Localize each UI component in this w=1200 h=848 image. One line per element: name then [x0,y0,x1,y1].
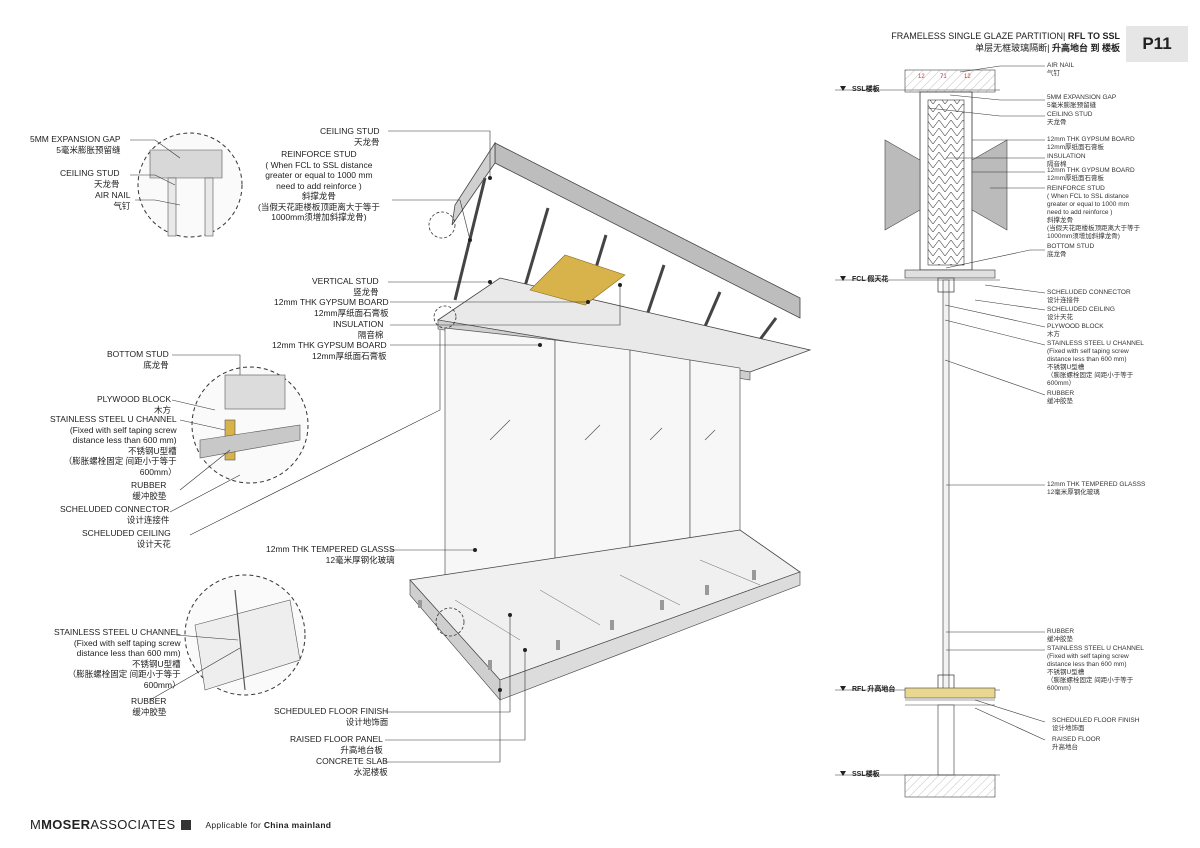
section-stud-wall [884,91,1008,271]
glass-panels [444,327,741,606]
logo-square-icon [181,819,192,830]
s-label-rubber: RUBBER 缓冲胶垫 [1047,390,1075,405]
s-label-floor-finish: SCHEDULED FLOOR FINISH 设计地饰面 [1052,717,1140,732]
s-label-channel-2: STAINLESS STEEL U CHANNEL (Fixed with se… [1047,645,1144,692]
label-air-nail: AIR NAIL 气钉 [95,190,131,211]
section-glass [937,277,955,692]
s-label-gypsum-2: 12mm THK GYPSUM BOARD 12mm厚纸面石膏板 [1047,167,1135,182]
detail-callout-middle [191,366,309,484]
label-c-ceiling-stud: CEILING STUD 天龙骨 [320,126,380,147]
label-steel-channel: STAINLESS STEEL U CHANNEL (Fixed with se… [50,414,177,477]
leader-lines-center [385,130,621,763]
dim-1: 12 [918,74,925,80]
label-bottom-stud: BOTTOM STUD 底龙骨 [107,349,169,370]
title-cn: 单层无框玻璃隔断| [975,43,1050,53]
label-plywood-block: PLYWOOD BLOCK 木方 [97,394,171,415]
s-label-rubber-2: RUBBER 缓冲胶垫 [1047,628,1075,643]
s-label-gypsum-1: 12mm THK GYPSUM BOARD 12mm厚纸面石膏板 [1047,136,1135,151]
title-block: FRAMELESS SINGLE GLAZE PARTITION| RFL TO… [891,30,1120,54]
label-scheluded-connector: SCHELUDED CONNECTOR 设计连接件 [60,504,170,525]
label-scheluded-ceiling: SCHELUDED CEILING 设计天花 [82,528,171,549]
label-c-tempered-glass: 12mm THK TEMPERED GLASSS 12毫米厚钢化玻璃 [266,544,395,565]
label-c-reinforce-stud: REINFORCE STUD ( When FCL to SSL distanc… [258,149,380,222]
section-leaders [927,65,1046,741]
insulation-patch [529,254,626,306]
s-label-glass: 12mm THK TEMPERED GLASSS 12毫米厚钢化玻璃 [1047,481,1146,496]
section-level-markers [840,86,846,776]
ceiling-slab [451,141,801,319]
detail-callout-bottom [184,574,306,696]
label-c-raised-floor: RAISED FLOOR PANEL 升高地台板 [290,734,383,755]
label-steel-channel-2: STAINLESS STEEL U CHANNEL (Fixed with se… [54,627,181,690]
label-c-floor-finish: SCHEDULED FLOOR FINISH 设计地饰面 [274,706,389,727]
s-label-bottom-stud: BOTTOM STUD 底龙骨 [1047,243,1095,258]
s-label-connector: SCHELUDED CONNECTOR 设计连接件 [1047,289,1131,304]
label-expansion-gap: 5MM EXPANSION GAP 5毫米膨胀预留缝 [30,134,121,155]
footer: MMOSERASSOCIATES Applicable for China ma… [30,817,331,832]
label-c-gypsum-1: 12mm THK GYPSUM BOARD 12mm厚纸面石膏板 [274,297,389,318]
s-label-insulation: INSULATION 隔音棉 [1047,153,1086,168]
label-ceiling-stud: CEILING STUD 天龙骨 [60,168,120,189]
s-label-reinforce: REINFORCE STUD ( When FCL to SSL distanc… [1047,185,1141,240]
s-label-ceiling: SCHELUDED CEILING 设计天花 [1047,306,1115,321]
s-label-plywood: PLYWOOD BLOCK 木方 [1047,323,1104,338]
title-cn-bold: 升高地台 到 楼板 [1051,43,1120,53]
s-label-expansion-gap: 5MM EXPANSION GAP 5毫米膨胀预留缝 [1047,94,1117,109]
label-c-concrete-slab: CONCRETE SLAB 水泥楼板 [316,756,388,777]
level-ssl-bottom: SSL楼板 [852,771,880,778]
label-rubber: RUBBER 缓冲胶垫 [131,480,167,501]
raised-floor [409,529,801,701]
leader-lines-left [130,139,441,701]
level-fcl: FCL 假天花 [852,276,889,283]
s-label-air-nail: AIR NAIL 气钉 [1047,62,1075,77]
label-c-insulation: INSULATION 隔音棉 [333,319,384,340]
title-en: FRAMELESS SINGLE GLAZE PARTITION| [891,31,1066,41]
dim-3: 12 [964,74,971,80]
section-slab-bottom [835,774,1000,798]
s-label-raised-floor: RAISED FLOOR 升高地台 [1052,736,1101,751]
label-c-gypsum-2: 12mm THK GYPSUM BOARD 12mm厚纸面石膏板 [272,340,387,361]
page-number: P11 [1126,26,1188,62]
label-c-vertical-stud: VERTICAL STUD 竖龙骨 [312,276,379,297]
detail-callout-top [137,132,243,238]
s-label-channel: STAINLESS STEEL U CHANNEL (Fixed with se… [1047,340,1144,387]
section-raised-floor [835,687,1000,776]
s-label-ceiling-stud: CEILING STUD 天龙骨 [1047,111,1093,126]
company-logo: MMOSERASSOCIATES [30,817,176,832]
applicability-note: Applicable for China mainland [205,819,332,830]
level-ssl-top: SSL楼板 [852,86,880,93]
label-rubber-2: RUBBER 缓冲胶垫 [131,696,167,717]
dim-2: 71 [940,74,947,80]
title-en-bold: RFL TO SSL [1067,31,1120,41]
level-rfl: RFL 升高地台 [852,686,896,693]
